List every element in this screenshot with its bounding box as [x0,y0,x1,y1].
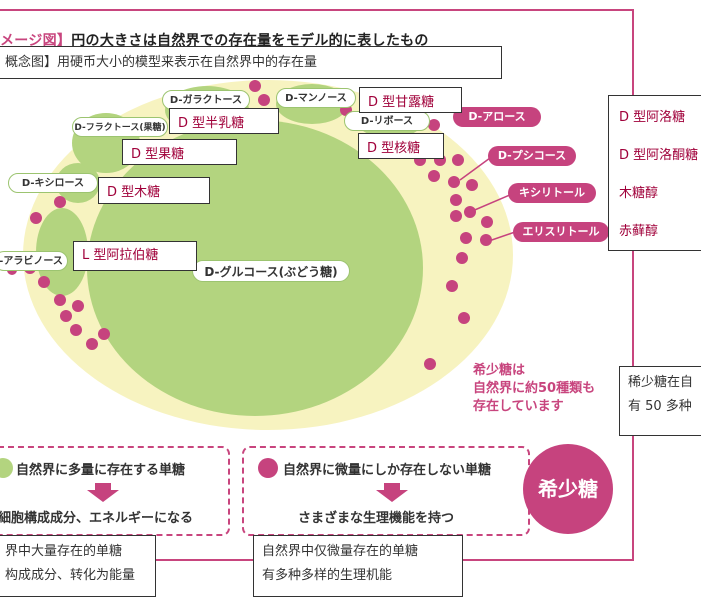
label-arabinose: -アラビノース [0,251,68,271]
label-mannose: D-マンノース [276,88,356,108]
rare-note-line1: 稀少糖在自 [628,375,694,390]
label-xylose: D-キシロース [8,173,98,193]
right-note-allose: D 型阿洛糖 [619,110,686,125]
note-galactose: D 型半乳糖 [169,108,279,134]
legend-right-title: 自然界に微量にしか存在しない単糖 [283,463,492,478]
label-allose: D-アロース [453,107,541,127]
rare-sugar-badge: 希少糖 [523,444,613,534]
page-title: メージ図】円の大きさは自然界での存在量をモデル的に表したもの [0,30,429,50]
label-galactose: D-ガラクトース [162,90,250,110]
rare-text-line1: 希少糖は [473,363,526,378]
right-note-psicose: D 型阿洛酮糖 [619,148,699,163]
chinese-caption: 概念图】用硬币大小的模型来表示在自然界中的存在量 [0,46,502,79]
note-arabinose: L 型阿拉伯糖 [73,241,197,271]
label-glucose: D-グルコース(ぶどう糖) [192,260,350,282]
note-mannose: D 型甘露糖 [359,87,462,113]
right-notes-box: D 型阿洛糖 D 型阿洛酮糖 木糖醇 赤藓醇 [608,95,701,251]
bottom-note-left-line1: 界中大量存在的单糖 [5,544,123,559]
note-ribose: D 型核糖 [358,133,444,159]
pink-connector-lines [459,157,516,243]
bottom-note-right: 自然界中仅微量存在的单糖 有多种多样的生理机能 [253,535,463,597]
legend-right-desc: さまざまな生理機能を持つ [298,511,455,526]
legend-left-title: 自然界に多量に存在する単糖 [16,463,186,478]
rare-note-box: 稀少糖在自 有 50 多种 [619,366,701,436]
label-erythritol: エリスリトール [513,222,609,242]
title-text: 円の大きさは自然界での存在量をモデル的に表したもの [71,33,429,49]
label-psicose: D-プシコース [488,146,576,166]
note-xylose: D 型木糖 [98,177,210,204]
bottom-note-left: 界中大量存在的单糖 构成成分、转化为能量 [0,535,156,597]
title-tag: メージ図】 [0,33,72,49]
bottom-note-right-line1: 自然界中仅微量存在的单糖 [262,544,419,559]
note-fructose: D 型果糖 [122,139,237,165]
bottom-note-right-line2: 有多种多样的生理机能 [262,568,393,583]
right-note-xylitol: 木糖醇 [619,186,659,201]
legend-left-desc: 細胞構成成分、エネルギーになる [0,511,194,526]
label-fructose: D-フラクトース(果糖) [72,117,168,137]
rare-text-line2: 自然界に約50種類も [473,381,596,396]
label-xylitol: キシリトール [508,183,596,203]
rare-note-line2: 有 50 多种 [628,399,692,414]
right-note-erythritol: 赤藓醇 [619,224,659,239]
rare-text-line3: 存在しています [473,399,564,414]
rare-sugar-text: 希少糖は 自然界に約50種類も 存在しています [473,362,595,416]
bottom-note-left-line2: 构成成分、转化为能量 [5,568,136,583]
label-ribose: D-リボース [344,111,430,131]
